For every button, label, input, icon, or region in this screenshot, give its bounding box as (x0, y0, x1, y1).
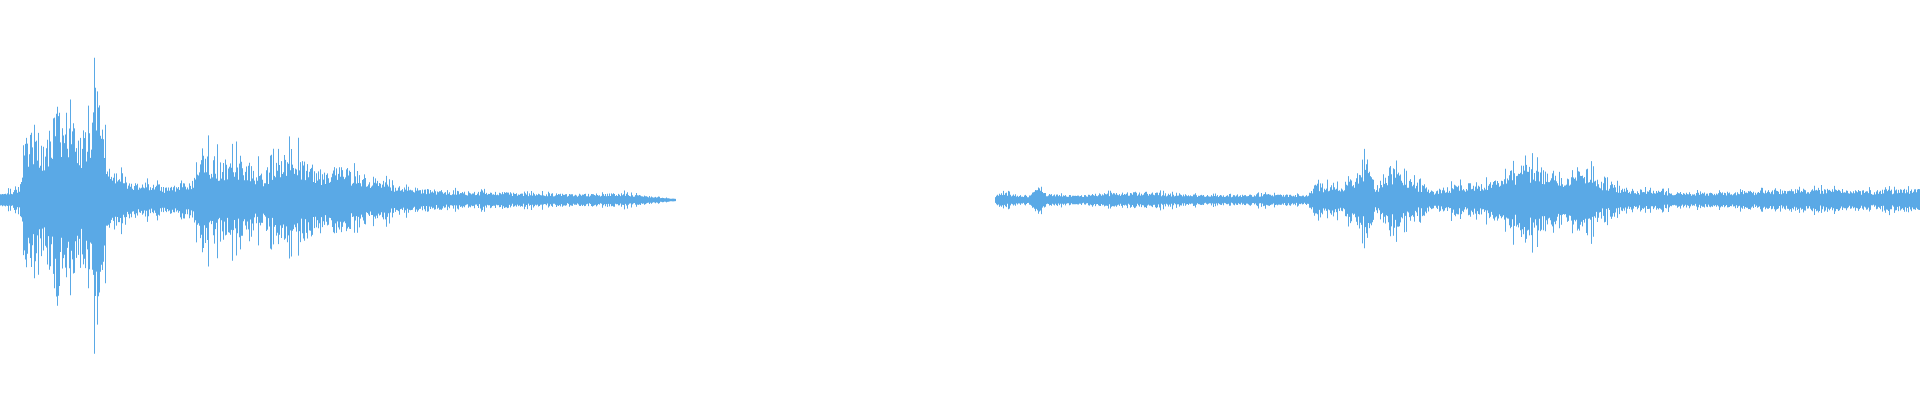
waveform-clip-2 (995, 148, 1920, 253)
waveform-clip-1 (0, 57, 676, 354)
